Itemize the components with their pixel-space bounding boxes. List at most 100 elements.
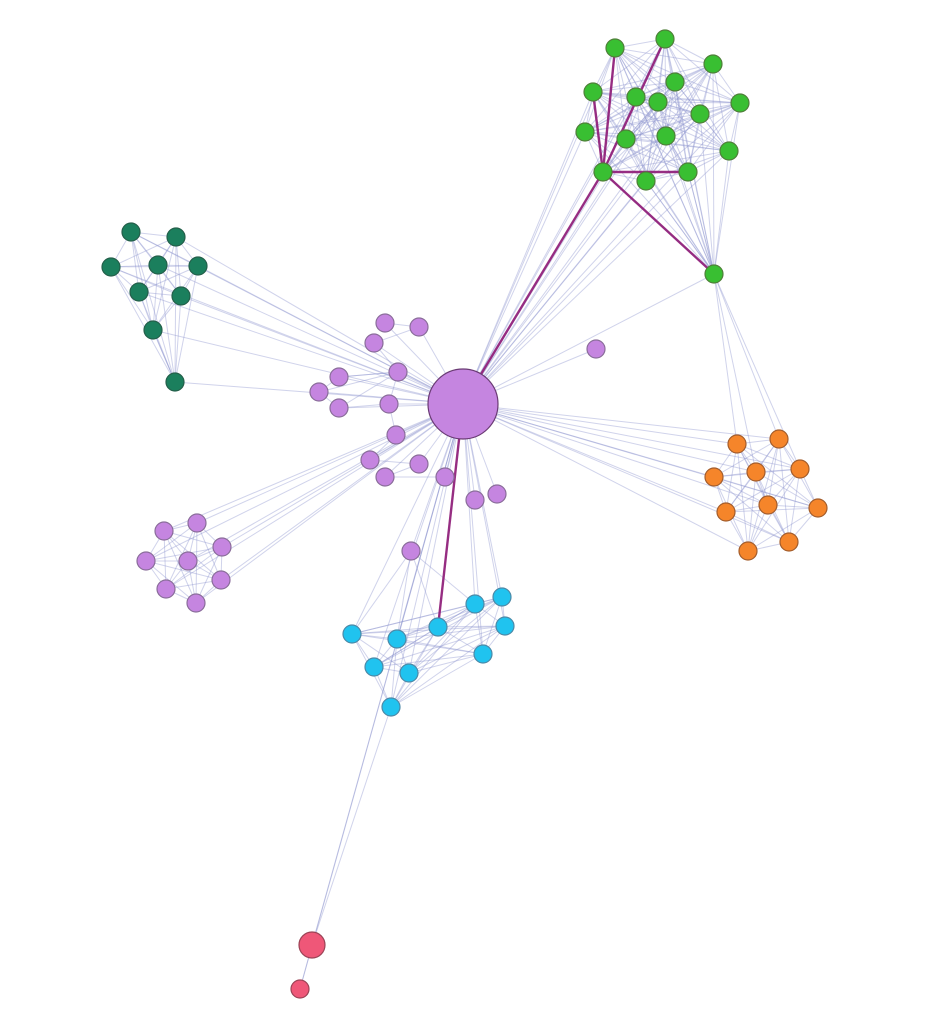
highlighted-edge xyxy=(461,171,605,405)
edge xyxy=(713,273,780,440)
edge xyxy=(373,603,476,668)
dark_green-node xyxy=(188,256,208,276)
violet-node xyxy=(360,450,380,470)
edge xyxy=(152,329,464,405)
edge xyxy=(221,403,464,548)
edge xyxy=(602,150,730,173)
edge xyxy=(645,113,701,182)
edge xyxy=(351,633,484,655)
edge xyxy=(390,403,464,708)
green-node xyxy=(704,264,724,284)
edge xyxy=(390,638,398,708)
edge xyxy=(657,38,666,103)
dark_green-node xyxy=(171,286,191,306)
highlighted-edge xyxy=(601,47,617,173)
green-node xyxy=(719,141,739,161)
edge xyxy=(408,625,506,674)
edge xyxy=(725,511,790,543)
green-node xyxy=(655,29,675,49)
edge xyxy=(351,633,410,674)
edge xyxy=(625,63,714,140)
violet-node xyxy=(375,467,395,487)
edge xyxy=(462,273,715,405)
blue-node xyxy=(473,644,493,664)
edge-layer xyxy=(110,38,819,990)
edge xyxy=(665,63,714,137)
edge xyxy=(462,102,741,405)
edge xyxy=(390,603,476,708)
violet-node xyxy=(186,593,206,613)
edge xyxy=(462,403,749,552)
edge xyxy=(110,266,182,297)
violet-node xyxy=(178,551,198,571)
edge xyxy=(584,38,666,133)
green-node xyxy=(593,162,613,182)
edge xyxy=(462,91,594,405)
orange-node xyxy=(790,459,810,479)
edge xyxy=(614,47,689,173)
orange-node xyxy=(704,467,724,487)
violet-node xyxy=(154,521,174,541)
edge xyxy=(338,371,399,378)
edge xyxy=(614,47,714,65)
orange-node xyxy=(808,498,828,518)
violet-node xyxy=(136,551,156,571)
edge xyxy=(657,63,714,103)
edge xyxy=(157,264,176,383)
dark_green-node xyxy=(121,222,141,242)
edge xyxy=(163,530,167,590)
edge xyxy=(725,468,801,513)
edge xyxy=(110,266,176,383)
edge xyxy=(736,443,801,470)
edge xyxy=(152,236,177,331)
edge xyxy=(725,443,738,513)
orange-node xyxy=(779,532,799,552)
blue-node xyxy=(399,663,419,683)
green-node xyxy=(703,54,723,74)
dark_green-node xyxy=(143,320,163,340)
edge xyxy=(736,443,790,543)
blue-node xyxy=(342,624,362,644)
edge xyxy=(408,596,503,674)
dark_green-node xyxy=(166,227,186,247)
edge xyxy=(687,171,715,275)
violet-node xyxy=(409,454,429,474)
edge xyxy=(674,81,741,104)
edge xyxy=(462,403,769,506)
edge xyxy=(584,131,715,275)
orange-node xyxy=(769,429,789,449)
edge xyxy=(747,471,757,552)
edge xyxy=(462,171,689,405)
edge xyxy=(195,546,223,604)
edge xyxy=(645,180,715,275)
edge xyxy=(584,63,714,133)
edge xyxy=(584,102,741,133)
edge xyxy=(755,471,819,509)
edge xyxy=(462,403,790,543)
edge xyxy=(664,38,689,173)
edge xyxy=(145,560,222,581)
edge xyxy=(657,101,730,152)
edge xyxy=(699,113,715,275)
edge xyxy=(747,438,780,552)
edge xyxy=(645,101,659,182)
blue-node xyxy=(387,629,407,649)
blue-node xyxy=(492,587,512,607)
blue-node xyxy=(381,697,401,717)
green-node xyxy=(616,129,636,149)
edge xyxy=(713,438,780,478)
edge xyxy=(625,113,701,140)
edge xyxy=(635,96,715,275)
edge xyxy=(410,550,439,628)
edge xyxy=(163,530,223,548)
green-node xyxy=(605,38,625,58)
edge xyxy=(713,273,738,445)
edge xyxy=(180,295,464,405)
edge xyxy=(713,476,819,509)
edge xyxy=(625,138,715,275)
edge xyxy=(462,403,819,509)
edge xyxy=(665,135,715,275)
edge xyxy=(635,96,647,182)
